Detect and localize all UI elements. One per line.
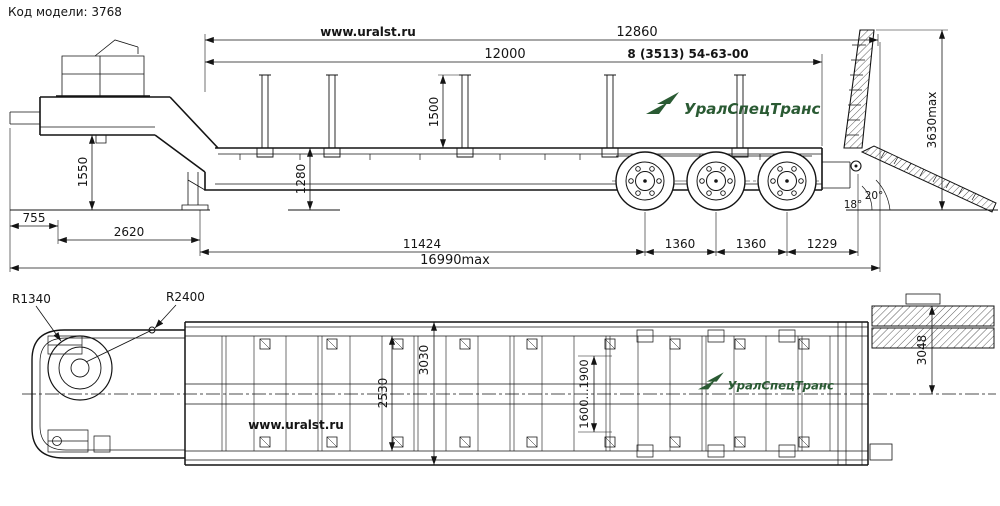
ramp-deployed — [860, 145, 997, 213]
swing-arm-pivot — [148, 326, 156, 334]
angle-20: 20° — [865, 190, 884, 202]
trailer-details — [9, 39, 851, 211]
phone-label: 8 (3513) 54-63-00 — [627, 47, 748, 61]
gooseneck-plan-outline — [31, 329, 185, 459]
dim-3030: 3030 — [417, 345, 431, 376]
swing-arm — [85, 329, 153, 363]
dim-2530: 2530 — [376, 378, 390, 409]
dim-1229: 1229 — [807, 237, 838, 251]
spare-wheel-rim — [58, 346, 102, 390]
dim-16990max: 16990max — [420, 253, 490, 268]
dim-11424: 11424 — [403, 237, 441, 251]
website-label-top: www.uralst.ru — [248, 418, 344, 432]
wheel-2 — [686, 151, 746, 211]
side-view: 12860 www.uralst.ru 12000 8 (3513) 54-63… — [9, 25, 998, 272]
top-view: R1340 R2400 3030 2530 1600...1900 3048 w… — [12, 290, 996, 466]
angle-18: 18° — [844, 199, 863, 211]
wheel-3 — [757, 151, 817, 211]
axle-hardware — [636, 329, 796, 458]
dim-12860: 12860 — [616, 25, 657, 40]
dim-r1340: R1340 — [12, 292, 51, 306]
ramp-latch — [905, 293, 941, 305]
website-label-side: www.uralst.ru — [320, 25, 416, 39]
ramp-treads — [880, 150, 977, 201]
ramp-plate-2 — [871, 327, 995, 349]
top-frame-outline — [184, 321, 869, 466]
ramp-hinge-pin — [854, 164, 858, 168]
dim-1360-1: 1360 — [665, 237, 696, 251]
stake-posts — [256, 74, 749, 158]
dim-755: 755 — [23, 211, 46, 225]
top-dimension-lines — [35, 304, 936, 465]
spare-wheel-outer — [47, 335, 113, 401]
dim-1550: 1550 — [76, 157, 90, 188]
dim-1600-1900: 1600...1900 — [577, 359, 591, 429]
dim-12000: 12000 — [484, 47, 525, 62]
ramp-plate-1 — [871, 305, 995, 327]
ramp-raised-rungs — [846, 44, 866, 136]
logo-side — [646, 92, 821, 118]
model-code: Код модели: 3768 — [8, 5, 122, 19]
gooseneck-plan-inner — [39, 335, 185, 453]
dim-3630max: 3630max — [925, 92, 939, 149]
cross-members — [221, 336, 831, 451]
top-frame-rails — [185, 322, 868, 465]
ramp-raised — [843, 29, 875, 149]
rear-corner-fitting — [869, 443, 893, 461]
wheel-1 — [615, 151, 675, 211]
dim-r2400: R2400 — [166, 290, 205, 304]
spare-wheel-hub — [70, 358, 90, 378]
equipment-knob — [52, 436, 62, 446]
dim-1500: 1500 — [427, 97, 441, 128]
dim-1280: 1280 — [294, 164, 308, 195]
dim-1360-2: 1360 — [736, 237, 767, 251]
side-dimension-lines — [10, 29, 946, 272]
side-witness-lines — [9, 29, 948, 272]
dim-2620: 2620 — [114, 225, 145, 239]
ramp-angle-arcs — [861, 179, 891, 211]
stake-pocket-diagonals — [259, 338, 810, 448]
dim-3048: 3048 — [915, 335, 929, 366]
